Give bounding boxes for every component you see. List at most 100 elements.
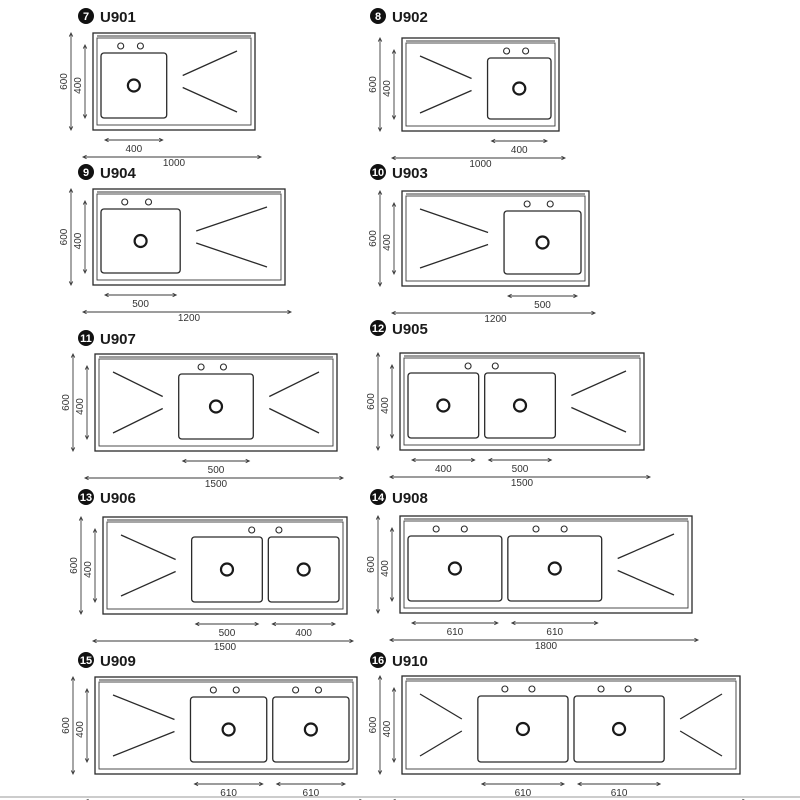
model-code: U902 [392, 9, 428, 26]
sink-top-inner-outline [96, 193, 282, 281]
sink-bowl [267, 536, 340, 603]
height-dimension-label: 600 [368, 76, 379, 93]
model-code: U903 [392, 165, 428, 182]
drainer-groove [419, 730, 463, 757]
bowl-width-label: 400 [126, 144, 143, 155]
bowl-height-dimension-label: 400 [73, 232, 84, 249]
bowl-width-label: 610 [220, 788, 237, 799]
tap-hole [136, 42, 144, 50]
model-number: 8 [375, 11, 381, 23]
model-number: 7 [83, 11, 89, 23]
tap-hole [275, 526, 283, 534]
bowl-width-label: 400 [435, 464, 452, 475]
sink-top-inner-outline [405, 42, 556, 127]
sink-bowl [477, 695, 569, 763]
tap-hole [560, 525, 568, 533]
height-dimension-label: 600 [59, 228, 70, 245]
model-number-badge [78, 330, 94, 346]
height-dimension-label: 600 [59, 73, 70, 90]
bowl-height-dimension-label: 400 [73, 77, 84, 94]
total-width-label: 1000 [163, 158, 186, 169]
drainer-groove [182, 86, 238, 113]
sink-top-inner-outline [98, 681, 354, 770]
model-number-badge [370, 652, 386, 668]
height-dimension-label: 600 [368, 716, 379, 733]
sink-top-inner-outline [403, 520, 689, 609]
drainer-groove [617, 533, 675, 560]
bowl-height-dimension-label: 400 [75, 398, 86, 415]
tap-hole [144, 198, 153, 206]
model-code: U907 [100, 331, 136, 348]
drain-hole [303, 722, 318, 737]
sink-top-inner-outline [403, 357, 641, 446]
total-width-label: 1200 [178, 313, 201, 324]
sink-bowl [486, 57, 552, 120]
drainer-groove [112, 371, 163, 398]
tap-hole [314, 686, 323, 694]
drainer-groove [679, 693, 723, 720]
drain-hole [436, 398, 451, 413]
drain-hole [133, 233, 148, 249]
model-number: 12 [372, 323, 384, 335]
model-number-badge [78, 652, 94, 668]
drainer-groove [419, 243, 489, 269]
drain-hole [208, 399, 224, 414]
drainer-groove [120, 534, 176, 561]
model-code: U905 [392, 321, 428, 338]
drainer-groove [269, 371, 320, 398]
sink-bowl [272, 696, 350, 763]
tap-hole [597, 685, 605, 693]
bowl-width-label: 400 [511, 145, 528, 156]
model-code: U901 [100, 9, 136, 26]
drainer-groove [269, 407, 320, 434]
sink-bowl [484, 372, 557, 439]
bowl-width-label: 500 [512, 464, 529, 475]
bowl-width-label: 610 [546, 627, 563, 638]
sink-bowl [573, 695, 665, 763]
sink-bowl [100, 52, 168, 119]
model-number: 9 [83, 167, 89, 179]
tap-hole [209, 686, 217, 694]
height-dimension-label: 600 [61, 394, 72, 411]
sink-top-outline [401, 675, 741, 775]
tap-hole [219, 363, 228, 371]
model-number: 16 [372, 655, 384, 667]
drain-hole [515, 721, 531, 737]
bowl-height-dimension-label: 400 [382, 234, 393, 251]
sink-top-outline [102, 516, 348, 615]
drainer-groove [112, 730, 175, 757]
drain-hole [447, 561, 463, 576]
sink-top-outline [92, 32, 256, 131]
bowl-height-dimension-label: 400 [83, 561, 94, 578]
total-width-label: 1200 [484, 314, 507, 325]
tap-hole [117, 42, 125, 50]
drain-hole [221, 722, 236, 737]
sink-bowl [407, 535, 503, 602]
drainer-groove [419, 693, 463, 720]
sink-bowl [507, 535, 603, 602]
drainer-groove [571, 370, 627, 397]
tap-hole [523, 200, 531, 208]
sink-bowl [178, 373, 254, 440]
sink-bowl [190, 536, 263, 603]
height-dimension-label: 600 [69, 557, 80, 574]
drain-hole [219, 562, 235, 577]
sink-top-outline [94, 676, 358, 775]
sink-top-outline [399, 352, 645, 451]
sink-top-outline [401, 190, 590, 287]
drain-hole [547, 561, 562, 576]
height-dimension-label: 600 [368, 230, 379, 247]
model-code: U906 [100, 490, 136, 507]
tap-hole [460, 525, 468, 533]
drainer-groove [112, 407, 163, 434]
sink-bowl [189, 696, 268, 763]
bowl-width-label: 500 [534, 300, 551, 311]
tap-hole [522, 47, 530, 55]
drain-hole [126, 78, 141, 93]
